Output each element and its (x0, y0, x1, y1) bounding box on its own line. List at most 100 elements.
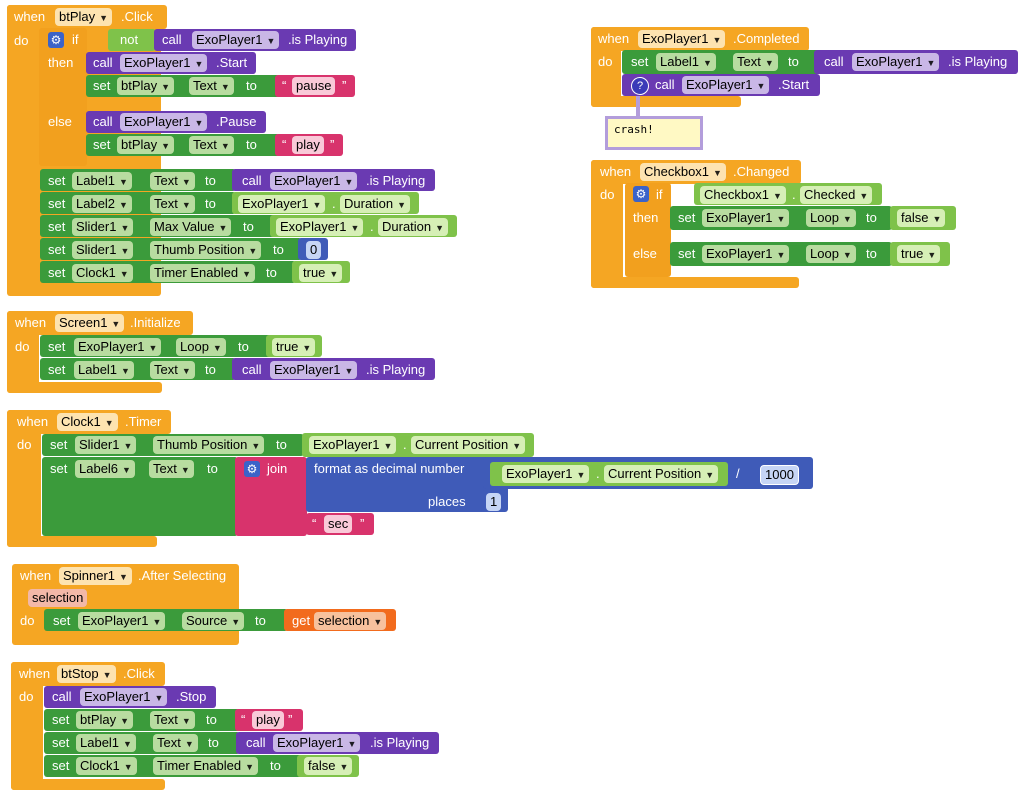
set-label1-block[interactable] (622, 50, 820, 74)
number-value[interactable]: 0 (306, 241, 322, 259)
chevron-down-icon: ▼ (397, 200, 407, 210)
property-dropdown[interactable]: Thumb Position▼ (150, 241, 262, 259)
component-dropdown[interactable]: btStop▼ (57, 665, 116, 683)
component-dropdown[interactable]: Checkbox1▼ (640, 163, 726, 181)
property-dropdown[interactable]: Text▼ (733, 53, 778, 71)
component-dropdown[interactable]: ExoPlayer1▼ (309, 436, 397, 454)
property-dropdown[interactable]: Checked▼ (800, 186, 873, 204)
property-dropdown[interactable]: Timer Enabled▼ (153, 757, 258, 775)
component-dropdown[interactable]: Label1▼ (76, 734, 136, 752)
component-dropdown[interactable]: ExoPlayer1▼ (638, 30, 726, 48)
format-decimal-block[interactable] (306, 457, 508, 512)
event-parameter[interactable]: selection (28, 589, 88, 607)
text-value[interactable]: play (292, 136, 324, 154)
kw-call: call (162, 32, 182, 47)
component-dropdown[interactable]: ExoPlayer1▼ (852, 53, 940, 71)
property-dropdown[interactable]: Loop▼ (176, 338, 226, 356)
chevron-down-icon: ▼ (312, 200, 322, 210)
property-dropdown[interactable]: Text▼ (189, 77, 234, 95)
property-dropdown[interactable]: Text▼ (149, 460, 194, 478)
component-dropdown[interactable]: Label1▼ (74, 361, 134, 379)
gear-icon[interactable]: ⚙ (633, 186, 649, 202)
component-dropdown[interactable]: Slider1▼ (72, 241, 134, 259)
component-dropdown[interactable]: Label1▼ (656, 53, 716, 71)
chevron-down-icon: ▼ (773, 191, 782, 201)
boolean-dropdown[interactable]: false▼ (304, 757, 353, 775)
chevron-down-icon: ▼ (932, 214, 942, 224)
component-dropdown[interactable]: Clock1▼ (76, 757, 137, 775)
component-dropdown[interactable]: Slider1▼ (75, 436, 137, 454)
component-dropdown[interactable]: ExoPlayer1▼ (270, 361, 358, 379)
component-dropdown[interactable]: ExoPlayer1▼ (120, 113, 208, 131)
set-label6-block[interactable] (42, 457, 238, 536)
dot: . (332, 196, 336, 211)
component-dropdown[interactable]: btPlay▼ (117, 77, 175, 95)
property-dropdown[interactable]: Text▼ (150, 195, 195, 213)
text-value[interactable]: sec (324, 515, 353, 533)
if-block[interactable] (39, 28, 87, 166)
property-dropdown[interactable]: Text▼ (150, 711, 195, 729)
component-dropdown[interactable]: Clock1▼ (57, 413, 118, 431)
component-dropdown[interactable]: ExoPlayer1▼ (270, 172, 358, 190)
component-dropdown[interactable]: ExoPlayer1▼ (78, 612, 166, 630)
component-dropdown[interactable]: ExoPlayer1▼ (682, 76, 770, 94)
kw-set: set (53, 613, 71, 628)
boolean-dropdown[interactable]: false▼ (897, 209, 946, 227)
component-dropdown[interactable]: ExoPlayer1▼ (120, 54, 208, 72)
comment-question-icon[interactable]: ? (631, 77, 649, 95)
property-dropdown[interactable]: Duration▼ (378, 218, 449, 236)
dot: . (370, 219, 374, 234)
component-dropdown[interactable]: Slider1▼ (72, 218, 134, 236)
boolean-dropdown[interactable]: true▼ (299, 264, 343, 282)
property-dropdown[interactable]: Source▼ (182, 612, 245, 630)
property-dropdown[interactable]: Current Position▼ (411, 436, 526, 454)
gear-icon[interactable]: ⚙ (48, 32, 64, 48)
component-dropdown[interactable]: ExoPlayer1▼ (80, 688, 168, 706)
component-dropdown[interactable]: Label6▼ (75, 460, 135, 478)
property-dropdown[interactable]: Text▼ (153, 734, 198, 752)
property-dropdown[interactable]: Text▼ (150, 172, 195, 190)
text-value[interactable]: pause (292, 77, 336, 95)
variable-dropdown[interactable]: selection▼ (314, 612, 387, 630)
kw-to: to (273, 242, 284, 257)
component-dropdown-btplay[interactable]: btPlay▼ (55, 8, 113, 26)
component-dropdown[interactable]: ExoPlayer1▼ (702, 245, 790, 263)
component-dropdown[interactable]: btPlay▼ (76, 711, 134, 729)
component-dropdown[interactable]: ExoPlayer1▼ (702, 209, 790, 227)
component-dropdown[interactable]: Checkbox1▼ (700, 186, 786, 204)
component-dropdown[interactable]: ExoPlayer1▼ (502, 465, 590, 483)
component-dropdown[interactable]: ExoPlayer1▼ (276, 218, 364, 236)
component-dropdown[interactable]: ExoPlayer1▼ (238, 195, 326, 213)
kw-to: to (243, 219, 254, 234)
property-dropdown[interactable]: Duration▼ (340, 195, 411, 213)
comment-bubble[interactable]: crash! (605, 116, 703, 150)
gear-icon[interactable]: ⚙ (244, 461, 260, 477)
property-dropdown[interactable]: Loop▼ (806, 245, 856, 263)
number-value[interactable]: 1 (486, 493, 502, 511)
not-block[interactable] (108, 29, 156, 51)
component-dropdown[interactable]: ExoPlayer1▼ (74, 338, 162, 356)
boolean-dropdown[interactable]: true▼ (272, 338, 316, 356)
property-dropdown[interactable]: Timer Enabled▼ (150, 264, 255, 282)
property-dropdown[interactable]: Thumb Position▼ (153, 436, 265, 454)
boolean-dropdown[interactable]: true▼ (897, 245, 941, 263)
chevron-down-icon: ▼ (111, 319, 121, 329)
component-dropdown[interactable]: ExoPlayer1▼ (273, 734, 361, 752)
component-dropdown[interactable]: ExoPlayer1▼ (192, 31, 280, 49)
property-dropdown[interactable]: Text▼ (150, 361, 195, 379)
number-value[interactable]: 1000 (760, 465, 799, 485)
chevron-down-icon: ▼ (181, 366, 191, 376)
property-dropdown[interactable]: Max Value▼ (150, 218, 232, 236)
component-dropdown[interactable]: Label2▼ (72, 195, 132, 213)
component-dropdown[interactable]: Spinner1▼ (59, 567, 132, 585)
text-value[interactable]: play (252, 711, 284, 729)
property-dropdown[interactable]: Text▼ (189, 136, 234, 154)
component-dropdown[interactable]: Label1▼ (72, 172, 132, 190)
event-footer (7, 382, 162, 393)
component-dropdown[interactable]: Screen1▼ (55, 314, 125, 332)
chevron-down-icon: ▼ (218, 223, 228, 233)
component-dropdown[interactable]: Clock1▼ (72, 264, 133, 282)
property-dropdown[interactable]: Current Position▼ (604, 465, 719, 483)
component-dropdown[interactable]: btPlay▼ (117, 136, 175, 154)
property-dropdown[interactable]: Loop▼ (806, 209, 856, 227)
